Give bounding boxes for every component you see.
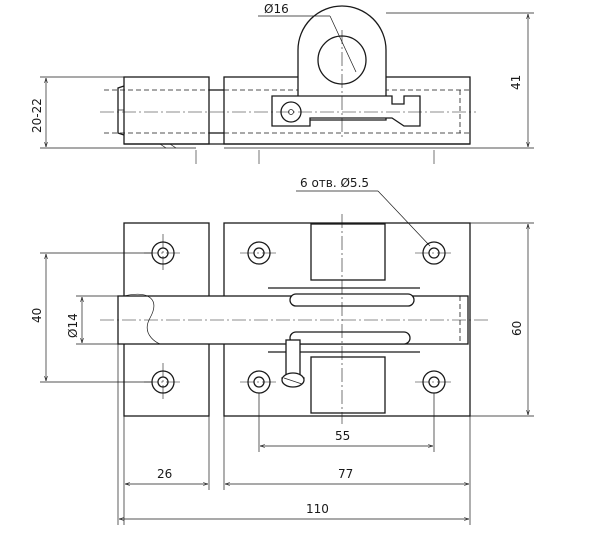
hole-note-label: 6 отв. Ø5.5 — [300, 176, 369, 190]
bottom-view — [100, 214, 488, 424]
dim-plate-height-left-label: 40 — [30, 308, 44, 323]
dim-hole-spacing-label: 55 — [335, 429, 350, 443]
dim-left-plate-width-label: 26 — [157, 467, 172, 481]
dim-total-width: 110 — [117, 344, 469, 525]
dim-total-height-label: 41 — [509, 75, 523, 90]
dim-bolt-height: 20-22 — [30, 76, 136, 149]
dim-ring-diameter: Ø16 — [258, 2, 357, 73]
handle-pin — [285, 339, 301, 379]
dim-bolt-diameter: Ø14 — [66, 295, 118, 345]
bolt-end — [117, 85, 125, 136]
dim-bolt-height-label: 20-22 — [30, 98, 44, 133]
dim-plate-height-right: 60 — [470, 222, 534, 417]
dim-total-width-label: 110 — [306, 502, 329, 516]
dim-hole-note: 6 отв. Ø5.5 — [296, 176, 431, 247]
lower-slot — [289, 331, 411, 345]
dim-ring-diameter-label: Ø16 — [264, 2, 289, 16]
dim-right-plate-width-label: 77 — [338, 467, 353, 481]
lower-housing — [310, 356, 386, 414]
slot-bracket — [271, 95, 421, 127]
dim-plate-height-left: 40 — [30, 252, 152, 383]
dim-plate-height-right-label: 60 — [510, 321, 524, 336]
top-view — [100, 5, 476, 166]
upper-housing — [310, 223, 386, 281]
dim-bolt-diameter-label: Ø14 — [66, 313, 80, 338]
dim-total-height: 41 — [386, 12, 534, 149]
dim-plate-widths: 26 77 — [123, 416, 471, 525]
upper-slot — [289, 293, 415, 307]
left-guide-block — [123, 76, 210, 145]
dim-hole-spacing: 55 — [258, 393, 435, 452]
